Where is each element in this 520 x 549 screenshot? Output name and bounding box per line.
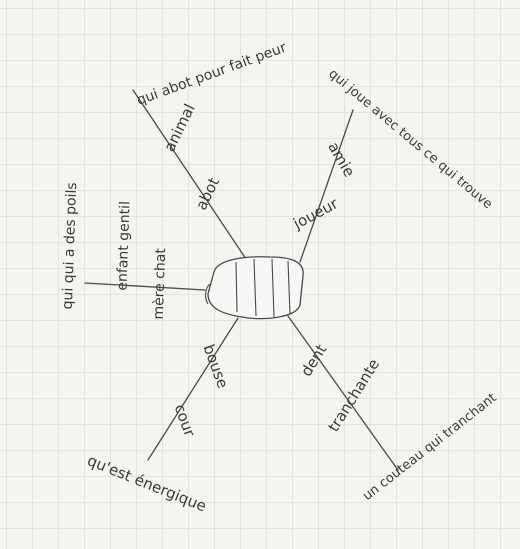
branch-line-bottom-right (288, 316, 398, 470)
label-cour: cour (171, 402, 200, 440)
label-qui-abot-pour-fait-peur: qui abot pour fait peur (135, 40, 289, 109)
label-tranchante: tranchante (324, 356, 383, 435)
label-bouse: bouse (200, 342, 232, 391)
central-node (206, 257, 304, 319)
branch-line-bottom-left (148, 318, 238, 460)
label-qui-joue-avec-tous: qui joue avec tous ce qui trouve (325, 66, 495, 212)
label-amie: amie (324, 139, 358, 180)
branch-line-left (85, 283, 205, 290)
label-animal: animal (160, 101, 198, 155)
label-abot: abot (192, 175, 223, 213)
label-enfant-gentil: enfant gentil (114, 201, 133, 291)
label-mere-chat: mère chat (151, 247, 169, 319)
branch-line-top-right (300, 110, 353, 262)
label-joueur: joueur (289, 194, 341, 233)
label-qu-est-energique: qu'est énergique (85, 451, 209, 515)
label-qui-qui-a-des-poils: qui qui a des poils (60, 182, 80, 309)
label-dent: dent (297, 341, 330, 380)
